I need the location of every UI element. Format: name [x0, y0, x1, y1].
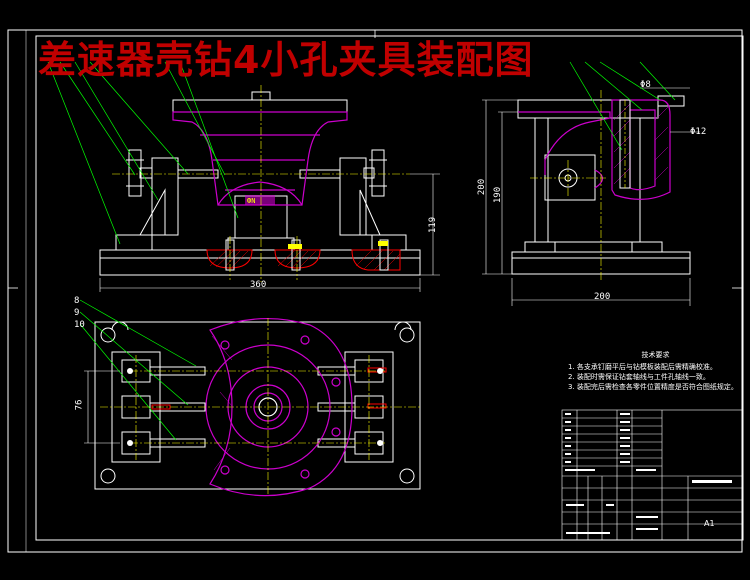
dim-side-dia-top: Φ8: [640, 80, 651, 90]
dim-side-dia-right: Φ12: [690, 127, 707, 137]
inner-border: [35, 35, 744, 541]
side-view-centerlines: [530, 90, 606, 280]
title-block-fill-marks: [565, 413, 732, 534]
dim-front-width: 360: [250, 280, 267, 290]
front-view: [99, 91, 421, 276]
top-view-centerlines: [100, 318, 420, 495]
drawing-title: 差速器壳钻4小孔夹具装配图: [38, 38, 534, 82]
leader-number-2: 9: [74, 308, 80, 318]
sheet-size-label: A1: [704, 519, 715, 528]
front-view-workpiece: [172, 111, 348, 206]
dim-side-width: 200: [594, 292, 611, 302]
leader-number-3: 10: [74, 320, 85, 330]
frame-corner-marks: [8, 30, 742, 289]
notes-title: 技术要求: [641, 351, 670, 359]
notes-line-1: 1. 各支承钉磨平后与钻模板装配后需精确校准。: [568, 363, 717, 371]
front-view-centerlines: [112, 85, 410, 282]
technical-notes: 技术要求 1. 各支承钉磨平后与钻模板装配后需精确校准。 2. 装配时需保证钻套…: [568, 350, 743, 392]
top-view-hole-marks: [127, 368, 383, 446]
dim-front-height: 119: [428, 216, 439, 234]
title-block: [561, 409, 744, 541]
front-plate-label: ФN: [247, 197, 256, 205]
front-leaders: [47, 61, 239, 245]
front-view-sections: [206, 239, 401, 271]
left-handwheel: [126, 149, 153, 197]
top-dimensions: [84, 370, 120, 444]
side-dimensions: [482, 87, 700, 306]
top-leaders: [79, 299, 197, 441]
right-handwheel: [363, 149, 387, 197]
notes-line-3: 3. 装配完后需检查各零件位置精度是否符合图纸规定。: [568, 383, 738, 391]
notes-line-2: 2. 装配时需保证钻套轴线与工件孔轴线一致。: [568, 373, 710, 381]
side-view-workpiece: [518, 99, 671, 200]
dim-top-height: 76: [74, 399, 85, 411]
top-view: [94, 321, 421, 490]
dim-side-height-overall: 200: [477, 178, 488, 196]
side-view-insert: [619, 99, 631, 189]
leader-number-1: 8: [74, 296, 80, 306]
dim-side-height-inner: 190: [493, 186, 504, 204]
front-dimensions: [99, 173, 440, 292]
side-leaders: [569, 61, 676, 151]
